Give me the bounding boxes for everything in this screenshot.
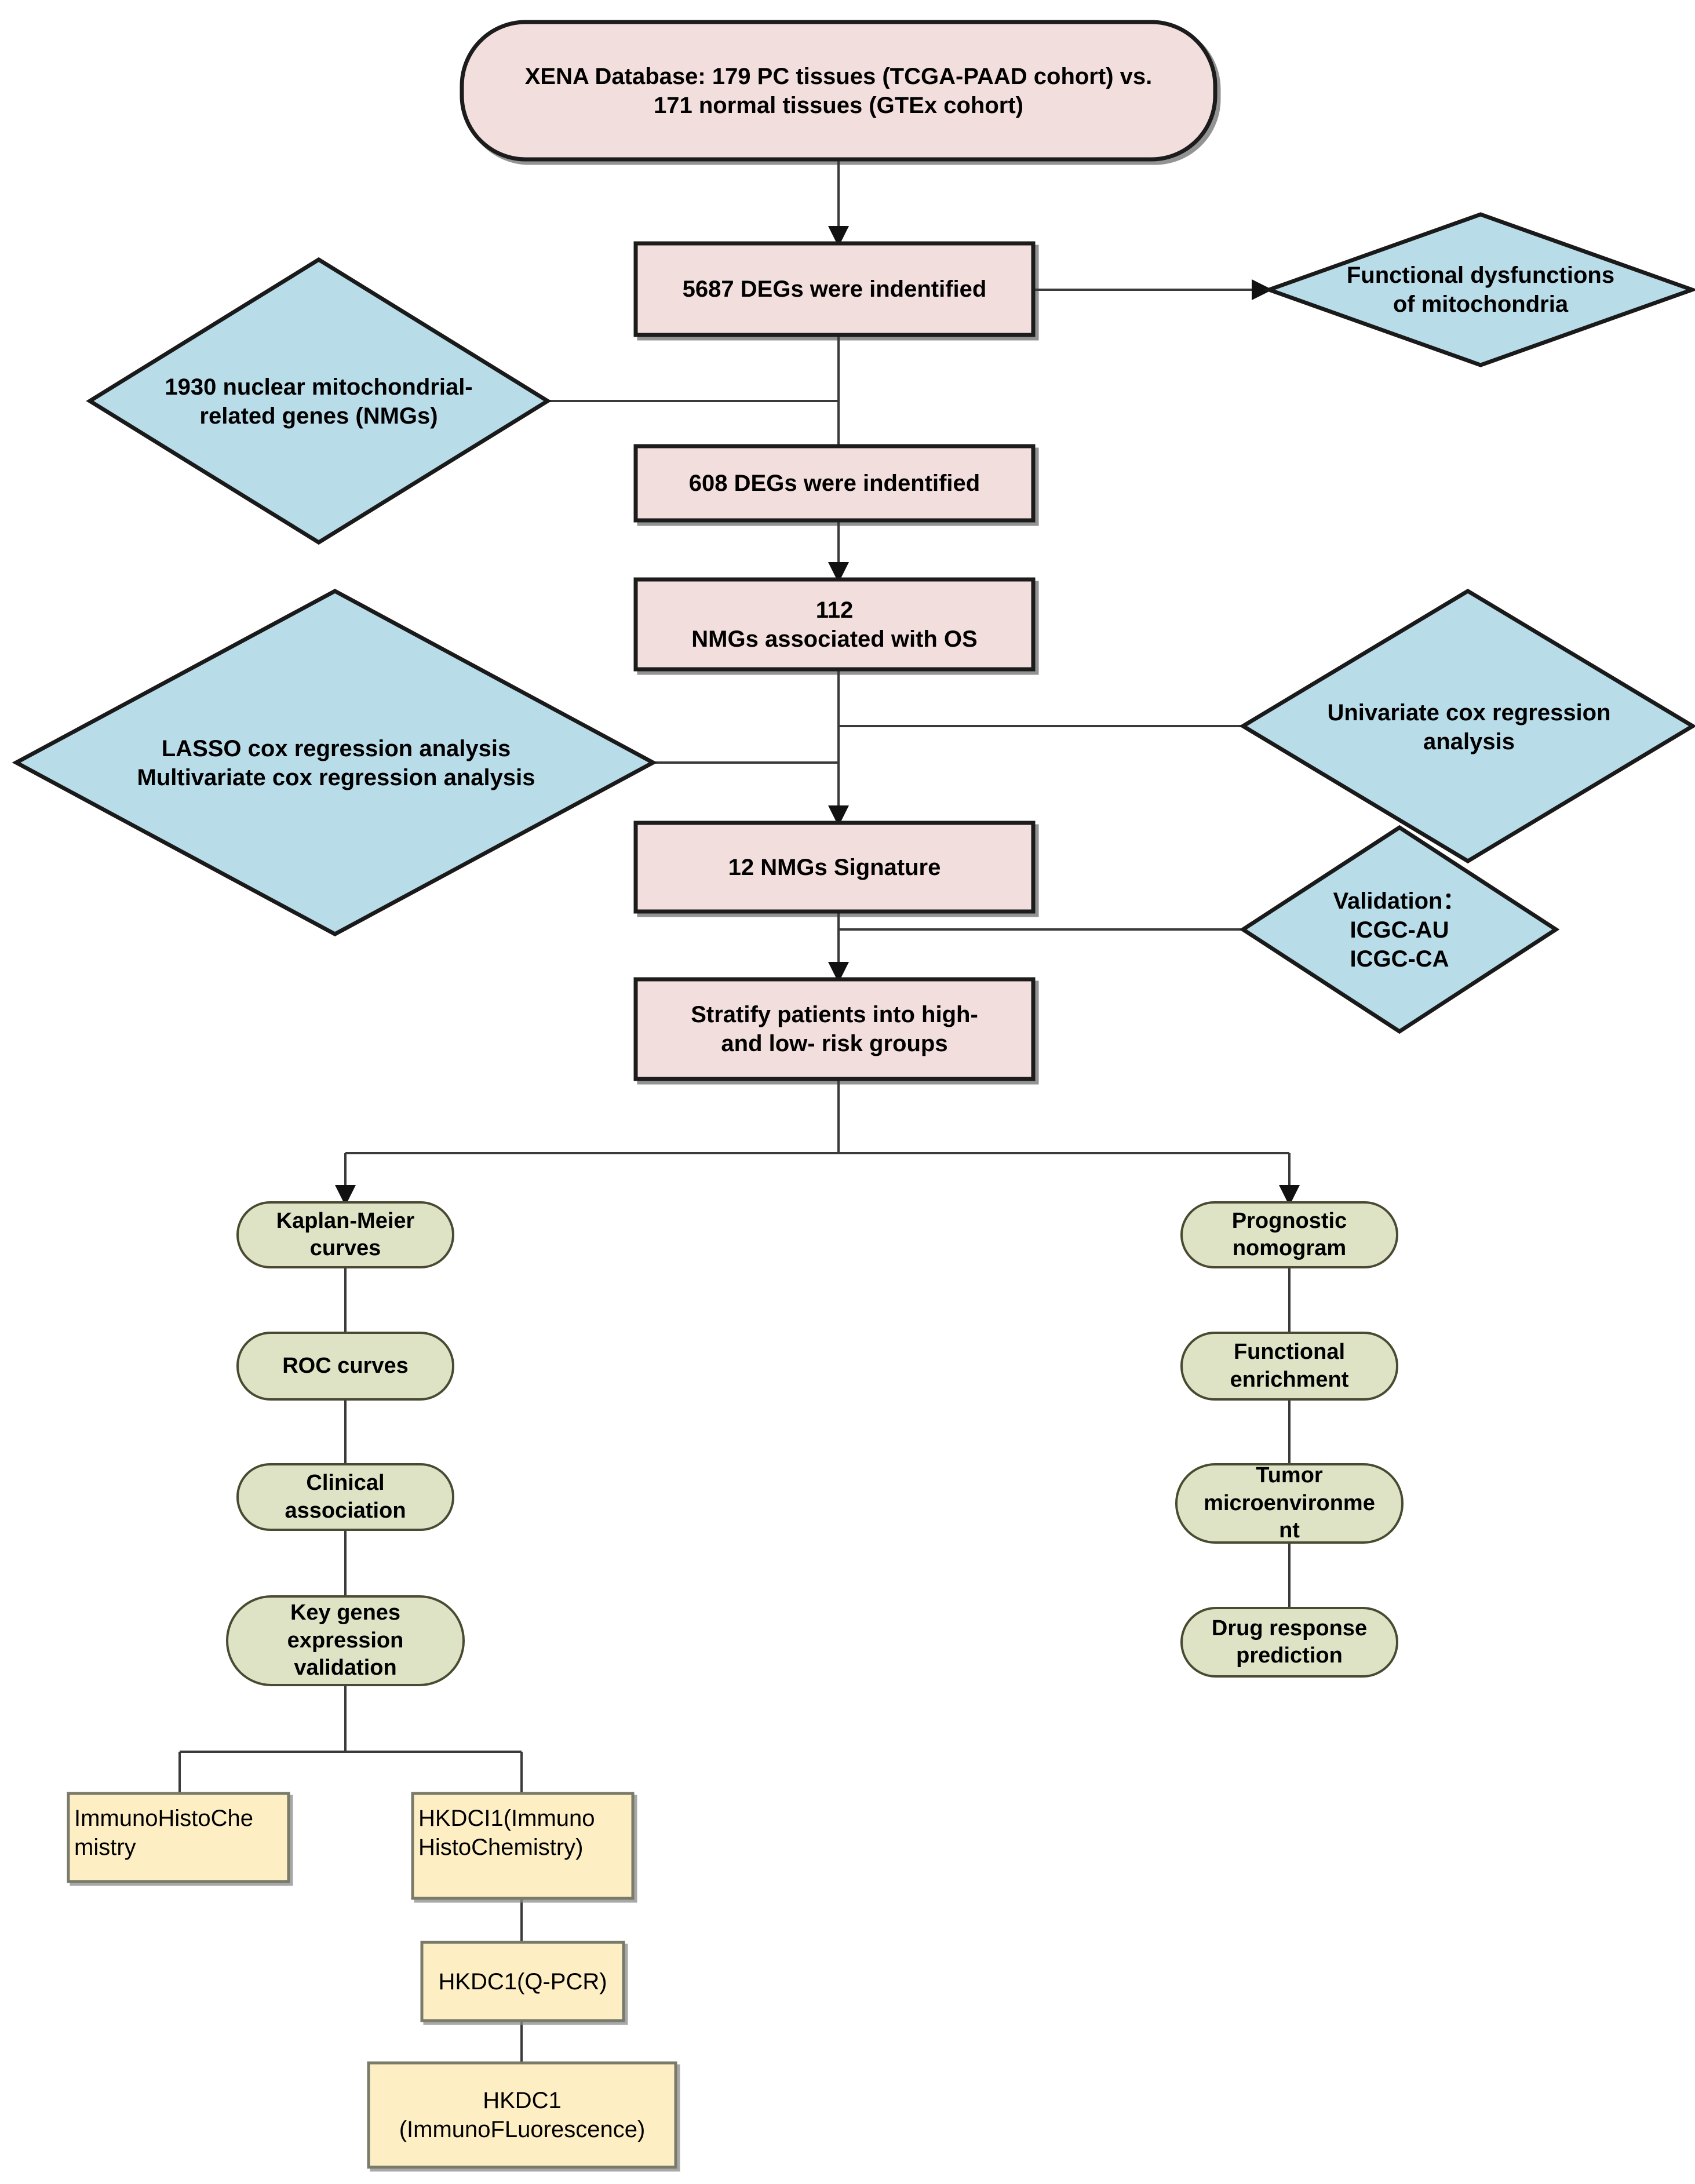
node-validation-shape[interactable] xyxy=(1239,825,1560,1034)
node-source-shape[interactable] xyxy=(460,20,1218,162)
node-nmg1930-shape[interactable] xyxy=(86,257,552,545)
node-lasso-shape[interactable] xyxy=(12,589,658,936)
node-degs608-shape[interactable] xyxy=(633,444,1036,523)
node-drug-shape[interactable] xyxy=(1180,1607,1398,1678)
node-tme-shape[interactable] xyxy=(1175,1463,1404,1544)
node-hkdc1qpcr-shape[interactable] xyxy=(420,1941,625,2022)
node-km-shape[interactable] xyxy=(236,1201,454,1268)
node-signature12-shape[interactable] xyxy=(633,821,1036,914)
node-keygenes-shape[interactable] xyxy=(226,1595,465,1686)
node-hkdci1ihc-shape[interactable] xyxy=(411,1792,635,1900)
node-hkdc1if-shape[interactable] xyxy=(367,2061,677,2169)
node-ihc-shape[interactable] xyxy=(67,1792,290,1883)
node-dysfunction-shape[interactable] xyxy=(1263,212,1695,367)
node-degs5687-shape[interactable] xyxy=(633,241,1036,337)
node-stratify-shape[interactable] xyxy=(633,977,1036,1081)
node-nomogram-shape[interactable] xyxy=(1180,1201,1398,1268)
node-nmgs112-shape[interactable] xyxy=(633,577,1036,672)
node-enrichment-shape[interactable] xyxy=(1180,1332,1398,1401)
node-roc-shape[interactable] xyxy=(236,1332,454,1401)
node-clinical-shape[interactable] xyxy=(236,1463,454,1531)
node-univariate-shape[interactable] xyxy=(1239,588,1695,864)
